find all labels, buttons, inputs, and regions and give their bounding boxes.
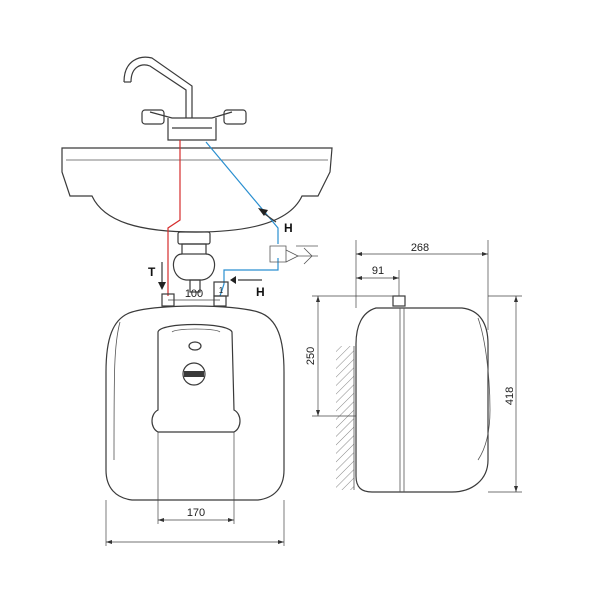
- side-offset-dimension: [356, 270, 400, 296]
- cold-pipe-line: [167, 140, 181, 296]
- front-bottom-dimension: [157, 432, 235, 524]
- hot-pipe-line: [205, 141, 279, 244]
- wall-hatch: [336, 346, 355, 490]
- hot-lower-label: H: [256, 285, 265, 299]
- pipe-spacing-label: 100: [185, 288, 203, 300]
- side-depth-label: 268: [411, 242, 429, 254]
- safety-valve: 1: [213, 281, 229, 297]
- side-mount-height-dimension: [312, 295, 394, 417]
- hot-upper-label: H: [284, 221, 293, 235]
- svg-text:1: 1: [219, 286, 224, 295]
- side-offset-label: 91: [372, 265, 384, 277]
- side-total-height-label: 418: [504, 387, 516, 405]
- side-mount-height-label: 250: [305, 347, 317, 365]
- thermostat-knob: [182, 362, 206, 386]
- hot-water-pipe: [205, 141, 279, 297]
- cold-inlet-label: T: [148, 265, 156, 279]
- mixing-valve: [269, 245, 318, 265]
- heater-side-view: [355, 295, 491, 493]
- sink-basin: [61, 147, 333, 233]
- front-overall-dimension: [105, 500, 285, 546]
- cold-water-pipe: [167, 140, 181, 296]
- front-bottom-label: 170: [187, 507, 205, 519]
- hot-upper-arrow: [258, 208, 277, 223]
- hot-lower-arrow: [230, 276, 262, 284]
- side-depth-dimension: [355, 240, 489, 330]
- drain-siphon: [172, 231, 216, 293]
- heater-front-view: [105, 293, 285, 501]
- side-total-height-dimension: [488, 295, 522, 493]
- knob-grip: [184, 371, 204, 377]
- faucet: [123, 56, 247, 141]
- cold-inlet-arrow: [158, 262, 166, 290]
